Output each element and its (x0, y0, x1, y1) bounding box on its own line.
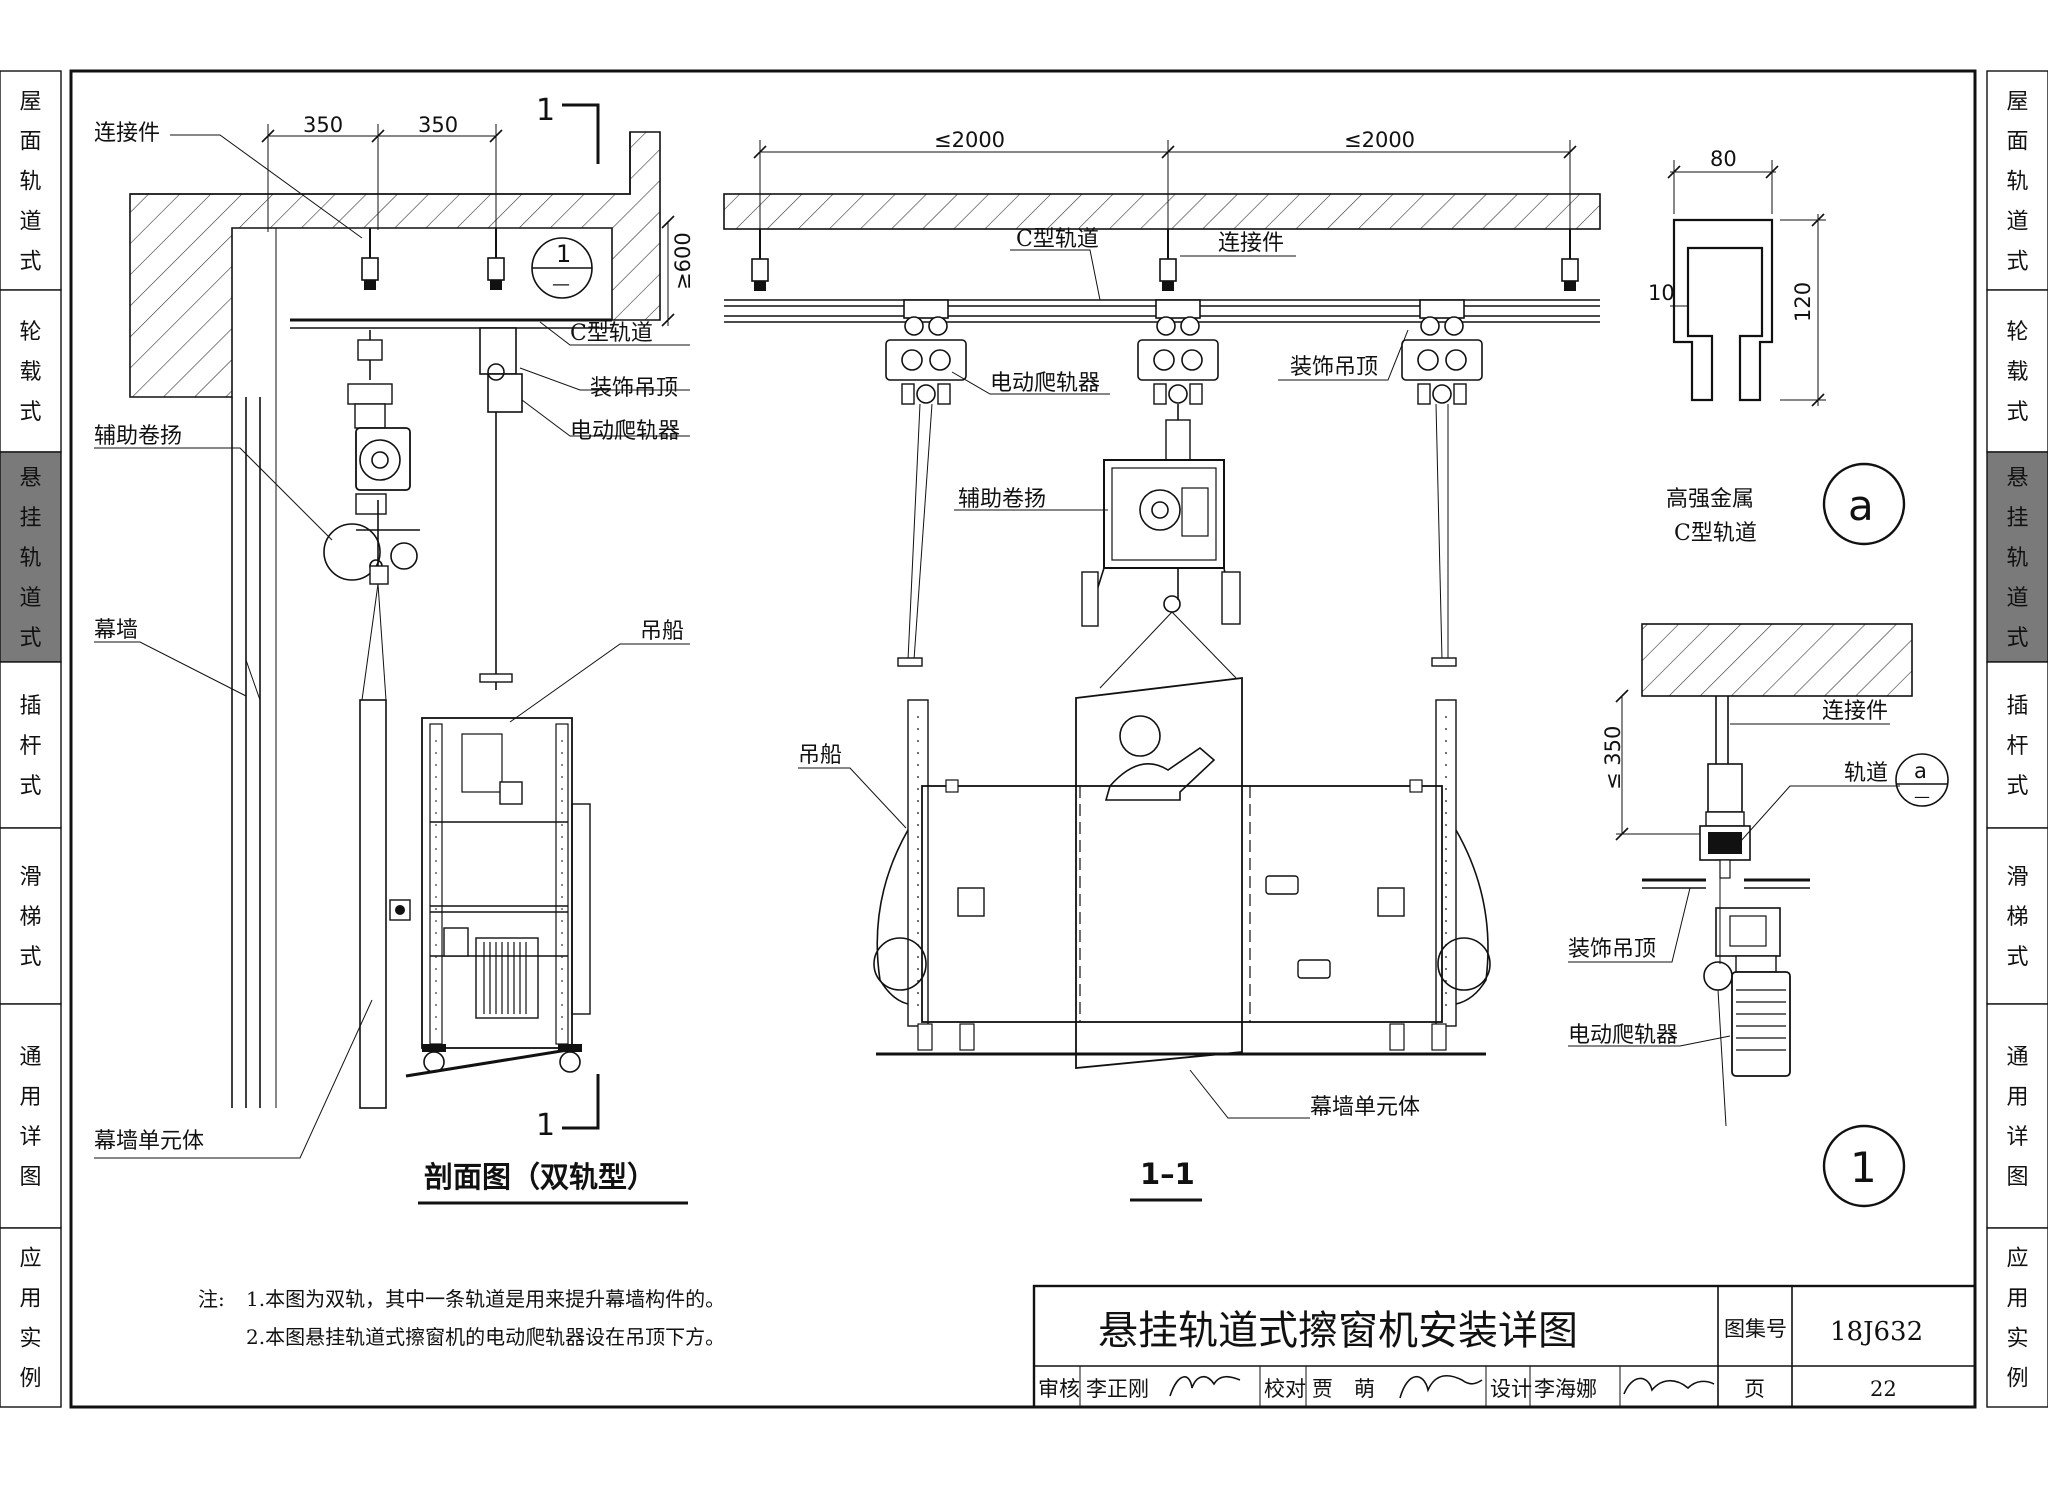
left-tab-3: 悬挂轨道式 (0, 451, 62, 663)
right-tab-label: 应用实例 (2006, 1247, 2028, 1392)
sheet-frame (69, 69, 1977, 1409)
right-tab-7: 应用实例 (1986, 1227, 2048, 1408)
label-climber-detail: 电动爬轨器 (1568, 1023, 1678, 1048)
dim-350-b: 350 (418, 113, 458, 137)
label-climber: 电动爬轨器 (570, 419, 680, 444)
review-name: 李正刚 (1086, 1377, 1149, 1401)
right-tab-label: 插杆式 (2006, 694, 2028, 799)
label-ceiling-detail: 装饰吊顶 (1568, 937, 1656, 962)
right-tab-1: 屋面轨道式 (1986, 70, 2048, 291)
detail-ref-bottom: — (1914, 787, 1930, 806)
check-name: 贾 萌 (1312, 1377, 1375, 1401)
left-tab-4: 插杆式 (0, 661, 62, 829)
left-tab-label: 插杆式 (19, 694, 41, 799)
notes-prefix: 注: (198, 1287, 225, 1311)
label-aux-winch-1-1: 辅助卷扬 (958, 487, 1046, 512)
label-curtain-unit: 幕墙单元体 (94, 1129, 204, 1154)
dim-2000-b: ≤2000 (1344, 128, 1415, 152)
label-rail-detail: 轨道 (1844, 761, 1888, 786)
label-curtain-wall: 幕墙 (94, 618, 138, 643)
detail-1-marker: 1 (1850, 1143, 1877, 1192)
right-tab-label: 悬挂轨道式 (2006, 466, 2028, 651)
label-unit-1-1: 幕墙单元体 (1310, 1095, 1420, 1120)
detail-circle-top: 1 (556, 240, 571, 268)
page-value: 22 (1870, 1377, 1897, 1401)
detail-a-caption-1: 高强金属 (1666, 487, 1754, 512)
note-line-1: 1.本图为双轨，其中一条轨道是用来提升幕墙构件的。 (246, 1287, 725, 1311)
right-tab-5: 滑梯式 (1986, 827, 2048, 1005)
check-label: 校对 (1264, 1377, 1306, 1401)
label-ceiling-1-1: 装饰吊顶 (1290, 355, 1378, 380)
note-line-2: 2.本图悬挂轨道式擦窗机的电动爬轨器设在吊顶下方。 (246, 1325, 725, 1349)
left-tab-7: 应用实例 (0, 1227, 62, 1408)
left-tab-label: 悬挂轨道式 (19, 466, 41, 651)
left-tab-label: 滑梯式 (19, 865, 41, 970)
label-gondola: 吊船 (640, 619, 684, 644)
cut-mark-bottom: 1 (536, 1108, 555, 1143)
left-tab-5: 滑梯式 (0, 827, 62, 1005)
label-c-rail-1-1: C型轨道 (1016, 227, 1099, 252)
left-tab-label: 应用实例 (19, 1247, 41, 1392)
detail-a-caption-2: C型轨道 (1674, 521, 1757, 546)
left-tab-1: 屋面轨道式 (0, 70, 62, 291)
dim-2000-a: ≤2000 (934, 128, 1005, 152)
right-tab-label: 轮载式 (2006, 320, 2028, 425)
atlas-value: 18J632 (1830, 1317, 1923, 1347)
review-signature (1169, 1375, 1241, 1397)
left-tab-label: 屋面轨道式 (19, 90, 41, 275)
detail-a: 80 120 10 高强金属 C型轨道 a (1648, 147, 1906, 546)
label-connector-detail: 连接件 (1822, 699, 1888, 724)
detail-ref-top: a (1914, 759, 1927, 783)
review-label: 审核 (1038, 1377, 1080, 1401)
section-view: 350 350 ≥600 1 1 1 — (94, 93, 695, 1205)
left-tab-label: 通用详图 (19, 1045, 41, 1190)
label-connector-1-1: 连接件 (1218, 231, 1284, 256)
right-tab-label: 通用详图 (2006, 1045, 2028, 1190)
left-tab-2: 轮载式 (0, 289, 62, 453)
detail-1: ≤ 350 连接件 轨道 a — 装饰吊顶 电动爬轨器 1 (1568, 623, 1949, 1208)
notes: 注: 1.本图为双轨，其中一条轨道是用来提升幕墙构件的。 2.本图悬挂轨道式擦窗… (198, 1287, 725, 1349)
label-c-rail: C型轨道 (570, 321, 653, 346)
dim-350-detail: ≤ 350 (1601, 726, 1625, 790)
dim-80: 80 (1710, 147, 1737, 171)
title-block-title: 悬挂轨道式擦窗机安装详图 (1098, 1308, 1578, 1354)
design-signature (1623, 1377, 1715, 1395)
section-title: 剖面图（双轨型） (424, 1160, 656, 1194)
label-aux-winch: 辅助卷扬 (94, 424, 182, 449)
label-gondola-1-1: 吊船 (798, 743, 842, 768)
cut-mark-top: 1 (536, 93, 555, 128)
page-label: 页 (1744, 1377, 1765, 1401)
check-signature (1399, 1374, 1483, 1399)
design-label: 设计 (1490, 1377, 1532, 1401)
view-1-1: ≤2000 ≤2000 (723, 128, 1601, 1202)
detail-circle-bottom: — (552, 274, 570, 295)
label-ceiling: 装饰吊顶 (590, 376, 678, 401)
dim-350-a: 350 (303, 113, 343, 137)
detail-a-marker: a (1848, 481, 1874, 530)
design-name: 李海娜 (1534, 1377, 1597, 1401)
right-tab-4: 插杆式 (1986, 661, 2048, 829)
right-tab-2: 轮载式 (1986, 289, 2048, 453)
atlas-label: 图集号 (1724, 1317, 1787, 1341)
dim-600: ≥600 (671, 232, 695, 290)
title-block: 悬挂轨道式擦窗机安装详图 图集号 18J632 审核 李正刚 校对 贾 萌 设计… (1032, 1284, 1977, 1409)
view-1-1-title: 1–1 (1140, 1157, 1195, 1191)
right-tab-6: 通用详图 (1986, 1003, 2048, 1229)
right-tab-label: 滑梯式 (2006, 865, 2028, 970)
left-tab-6: 通用详图 (0, 1003, 62, 1229)
dim-120: 120 (1791, 282, 1815, 322)
label-connector: 连接件 (94, 121, 160, 146)
right-tab-3: 悬挂轨道式 (1986, 451, 2048, 663)
dim-10: 10 (1648, 281, 1675, 305)
right-tab-label: 屋面轨道式 (2006, 90, 2028, 275)
left-tab-label: 轮载式 (19, 320, 41, 425)
label-climber-1-1: 电动爬轨器 (990, 371, 1100, 396)
